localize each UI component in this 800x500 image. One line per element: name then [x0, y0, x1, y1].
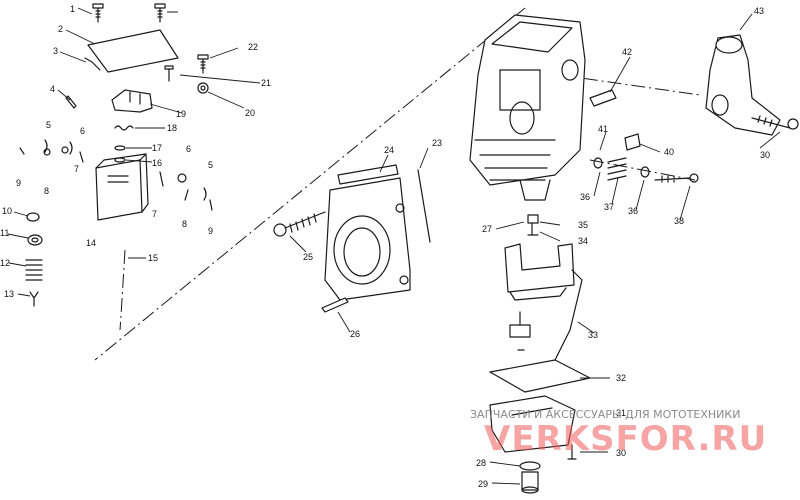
callout-27: 27	[482, 224, 492, 234]
callout-19: 19	[176, 109, 186, 119]
watermark-caption: ЗАПЧАСТИ И АКСЕССУАРЫ ДЛЯ МОТОТЕХНИКИ	[470, 408, 740, 421]
callout-15: 15	[148, 253, 158, 263]
callout-35: 35	[578, 220, 588, 230]
gasket-32	[489, 359, 591, 393]
top-screws	[92, 3, 166, 23]
float-assembly	[504, 243, 575, 301]
cap-40	[624, 133, 641, 151]
callout-16: 16	[152, 158, 162, 168]
screw-21	[164, 65, 209, 94]
callout-6b: 6	[186, 144, 191, 154]
callout-38: 38	[674, 216, 684, 226]
washers-10-11	[26, 212, 43, 246]
callout-40: 40	[664, 147, 674, 157]
intake-flange	[324, 177, 411, 301]
spring-37	[607, 157, 627, 181]
alignment-lines	[94, 7, 701, 361]
callout-12: 12	[0, 258, 10, 268]
screw-22	[197, 54, 209, 74]
needle-jet-34-35	[527, 214, 539, 236]
small-parts-left	[19, 139, 84, 163]
spring-12	[25, 259, 43, 281]
float-pin-33	[554, 269, 583, 361]
callout-3: 3	[53, 46, 58, 56]
callout-20: 20	[245, 108, 255, 118]
callout-2: 2	[58, 24, 63, 34]
callout-22: 22	[248, 42, 258, 52]
watermark-brand: VERKSFOR.RU	[484, 419, 767, 459]
needle-valve	[509, 311, 531, 351]
callout-28: 28	[476, 458, 486, 468]
callout-34: 34	[578, 236, 588, 246]
callout-18: 18	[167, 123, 177, 133]
callout-1: 1	[70, 4, 75, 14]
callout-7a: 7	[74, 164, 79, 174]
callout-21: 21	[261, 78, 271, 88]
pin-26	[321, 297, 349, 313]
gasket-24	[337, 164, 399, 185]
cover-plate	[84, 29, 179, 73]
callout-32: 32	[616, 373, 626, 383]
fitting-42	[589, 89, 617, 107]
callout-42: 42	[622, 47, 632, 57]
callout-11: 11	[0, 228, 9, 238]
callout-8a: 8	[44, 186, 49, 196]
bracket-19	[111, 89, 153, 113]
watermark: ЗАПЧАСТИ И АКСЕССУАРЫ ДЛЯ МОТОТЕХНИКИ VE…	[470, 408, 767, 459]
callout-26: 26	[350, 329, 360, 339]
callout-numbers: 1 2 3 4 5 6 7 8 9 10 11 12 13 14 15 16 1…	[0, 4, 770, 489]
callout-33: 33	[588, 330, 598, 340]
callout-5a: 5	[46, 120, 51, 130]
clip-13	[29, 291, 39, 307]
callout-17: 17	[152, 143, 162, 153]
spring-18	[114, 125, 134, 131]
screw-38	[654, 173, 699, 183]
screw-25	[273, 211, 326, 237]
float-bowl-14	[95, 153, 149, 221]
small-rings-16-17	[114, 145, 126, 163]
callout-29: 29	[478, 479, 488, 489]
callout-24: 24	[384, 145, 394, 155]
callout-25: 25	[303, 252, 313, 262]
washers-36	[593, 157, 650, 178]
callout-9b: 9	[208, 226, 213, 236]
callout-31: 31	[616, 408, 626, 418]
callout-30a: 30	[760, 150, 770, 160]
callout-4: 4	[50, 84, 55, 94]
small-parts-mid	[159, 171, 213, 211]
callout-36b: 36	[628, 206, 638, 216]
callout-23: 23	[432, 138, 442, 148]
throttle-lever-43	[705, 34, 781, 136]
callout-10: 10	[2, 206, 12, 216]
callout-41: 41	[598, 124, 608, 134]
callout-6a: 6	[80, 126, 85, 136]
callout-5b: 5	[208, 160, 213, 170]
callout-43: 43	[754, 6, 764, 16]
callout-7b: 7	[152, 209, 157, 219]
carburetor-body	[469, 14, 586, 201]
callout-13: 13	[4, 289, 14, 299]
callout-8b: 8	[182, 219, 187, 229]
callout-30b: 30	[616, 448, 626, 458]
plug-28-29	[519, 461, 541, 494]
screw-39	[751, 115, 799, 130]
screw-30b	[567, 444, 577, 460]
leader-lines	[7, 7, 781, 485]
rod-23	[417, 169, 431, 243]
bowl-31	[489, 395, 576, 453]
callout-37: 37	[604, 202, 614, 212]
callout-14: 14	[86, 238, 96, 248]
callout-9a: 9	[16, 178, 21, 188]
callout-36a: 36	[580, 192, 590, 202]
